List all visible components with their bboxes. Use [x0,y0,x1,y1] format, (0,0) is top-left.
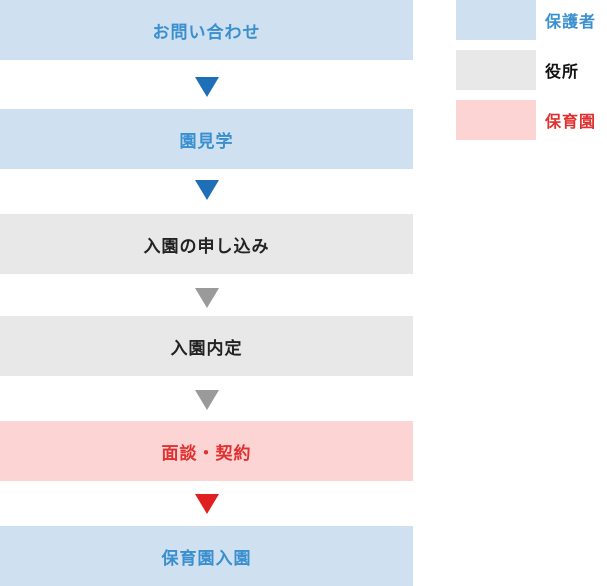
step-facility-tour: 園見学 [0,109,413,169]
legend-label: 保護者 [545,12,597,31]
legend-swatch [456,50,536,90]
legend-swatch [456,0,536,40]
step-label: 面談・契約 [161,443,252,464]
legend-label: 役所 [545,62,580,81]
down-arrow-icon [195,288,219,308]
step-label: 園見学 [179,131,234,152]
legend-item-office: 役所 [456,50,607,90]
step-inquiry: お問い合わせ [0,0,413,60]
down-arrow-icon [195,390,219,410]
step-enrollment: 保育園入園 [0,526,413,586]
down-arrow-icon [195,494,219,514]
legend-item-guardian: 保護者 [456,0,607,40]
step-admission-decision: 入園内定 [0,316,413,376]
step-application: 入園の申し込み [0,214,413,274]
step-label: 入園の申し込み [143,236,270,257]
legend-item-nursery: 保育園 [456,100,607,140]
down-arrow-icon [195,180,219,200]
down-arrow-icon [195,77,219,97]
legend-swatch [456,100,536,140]
legend-label: 保育園 [545,112,597,131]
step-label: お問い合わせ [152,22,261,43]
step-label: 入園内定 [170,338,243,359]
step-interview-contract: 面談・契約 [0,421,413,481]
step-label: 保育園入園 [161,548,252,569]
